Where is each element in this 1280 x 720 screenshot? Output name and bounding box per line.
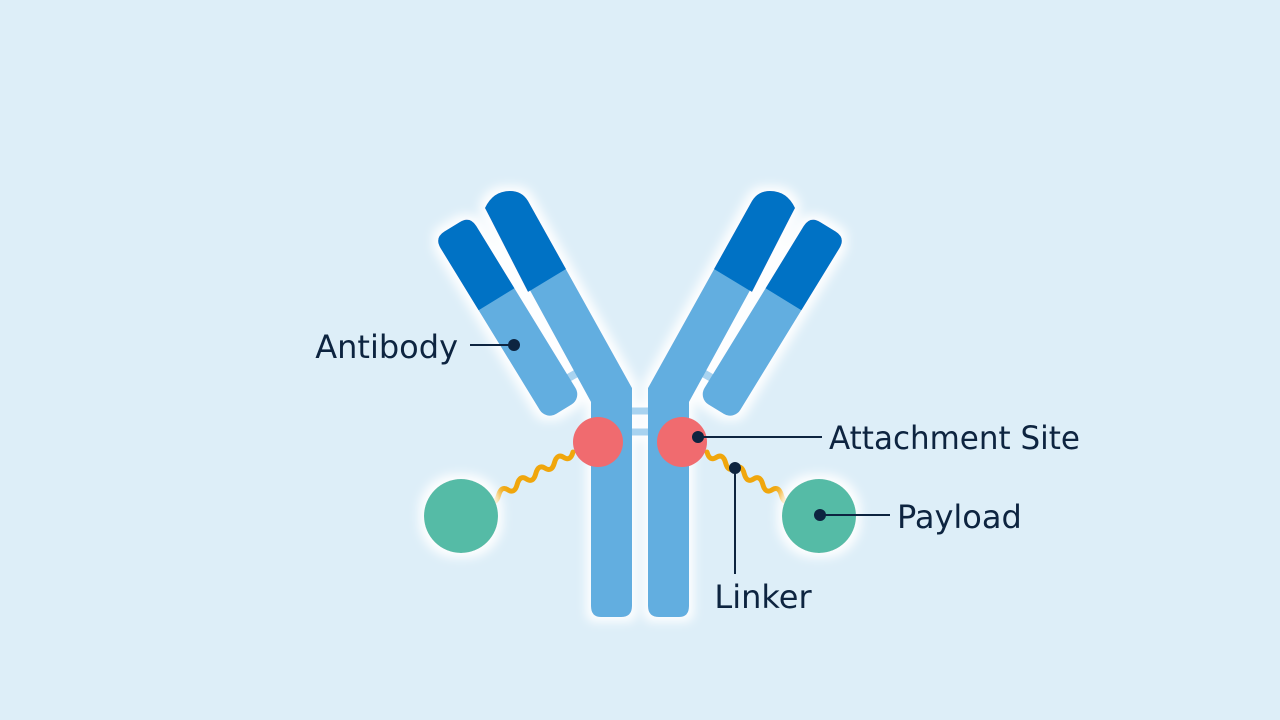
attachment-sites [573, 417, 707, 467]
left-heavy-chain [485, 191, 632, 617]
linker-label: Linker [714, 578, 812, 616]
right-heavy-chain [648, 191, 795, 617]
left-payload [424, 479, 498, 553]
linker-callout-dot [729, 462, 741, 474]
antibody-label: Antibody [315, 328, 458, 366]
payload-callout-dot [814, 509, 826, 521]
right-light-variable-domain [765, 219, 842, 311]
callouts [470, 339, 890, 574]
attachment-site-callout-dot [692, 431, 704, 443]
left-attachment-site [573, 417, 623, 467]
right-linker [704, 449, 794, 505]
payload-label: Payload [897, 498, 1022, 536]
right-attachment-site [657, 417, 707, 467]
left-light-variable-domain [438, 219, 515, 311]
right-light-chain [702, 219, 842, 416]
attachment-site-label: Attachment Site [829, 419, 1080, 457]
payloads [424, 479, 856, 553]
left-light-chain [438, 219, 578, 416]
left-linker [486, 449, 576, 505]
left-heavy-variable-domain [485, 191, 566, 292]
antibody [438, 191, 842, 617]
right-heavy-variable-domain [714, 191, 795, 292]
antibody-callout-dot [508, 339, 520, 351]
